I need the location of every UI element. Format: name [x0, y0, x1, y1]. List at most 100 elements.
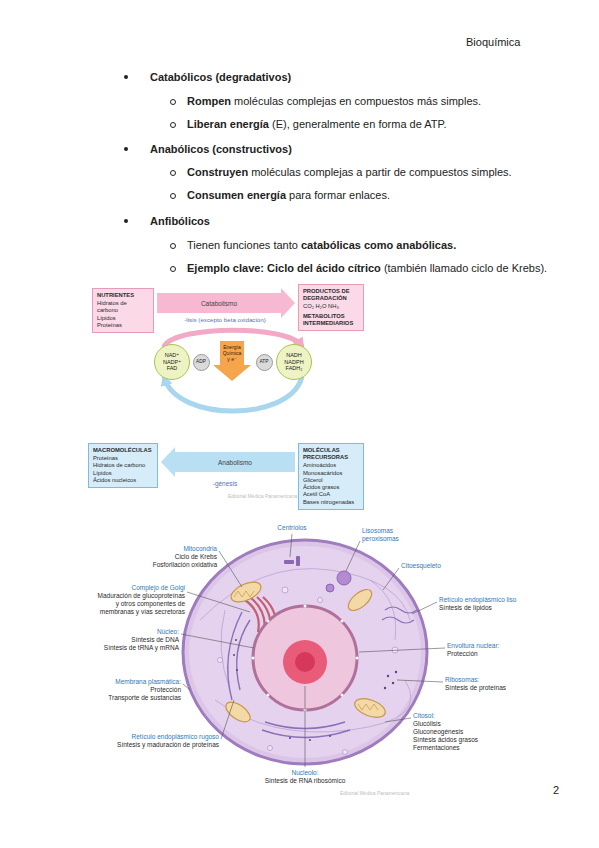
smooth-er	[382, 607, 417, 623]
organelle-function: Fosforilación oxidativa	[153, 561, 217, 569]
organelle-function: Síntesis de RNA ribosómico	[225, 777, 385, 785]
box-text: Acetil CoA	[303, 491, 359, 498]
centrioles	[284, 556, 300, 566]
body-text: (E), generalmente en forma de ATP.	[272, 118, 446, 130]
bullet-dot	[124, 219, 128, 223]
organelle-function: Ciclo de Krebs	[153, 553, 217, 561]
cycle-arc	[164, 378, 301, 411]
leader-lines	[181, 534, 445, 767]
organelle-name: Mitocondria	[153, 545, 217, 553]
callout-group: MitocondriaCiclo de KrebsFosforilación o…	[153, 545, 217, 569]
callout-group: Lisosomas peroxisomas	[362, 527, 408, 543]
body-text: para formar enlaces.	[289, 189, 390, 201]
bullet-circle	[170, 243, 176, 249]
box-text: FAD	[167, 365, 178, 372]
anabolism-suffix: -génesis	[213, 480, 238, 487]
organelle-name: Nucleolo:	[225, 769, 385, 777]
organelle-name: Citosol:	[413, 712, 478, 720]
bold-text: catabólicas como anabólicas.	[301, 239, 456, 251]
organelle-function: Síntesis ácidos grasos	[413, 736, 478, 744]
box-text: FADH₂	[286, 365, 303, 372]
bullet-line: Tienen funciones tantocatabólicas como a…	[187, 238, 456, 252]
bullet-line: Catabólicos (degradativos)	[150, 70, 291, 84]
callout-group: Complejo de GolgiMaduración de glucoprot…	[93, 584, 185, 616]
box-heading: METABOLITOS INTERMEDIARIOS	[303, 313, 359, 327]
reduced-coenzyme-circle: NADHNADPHFADH₂	[276, 344, 312, 380]
box-text: Ácidos nucleicos	[93, 477, 153, 484]
bullet-line: Consumen energíapara formar enlaces.	[187, 188, 390, 202]
callout-group: Retículo endoplásmico rugosoSíntesis y m…	[117, 733, 219, 749]
bold-text: Anfibólicos	[150, 215, 210, 227]
bullet-line: Anfibólicos	[150, 214, 210, 228]
callout-group: Nucleolo:Síntesis de RNA ribosómico	[225, 769, 385, 785]
body-text: moléculas complejas a partir de compuest…	[251, 166, 511, 178]
box-text: NADH	[286, 352, 302, 359]
down-arrow-body	[213, 341, 251, 381]
box-text: Proteínas	[97, 322, 149, 329]
bullet-line: Construyenmoléculas complejas a partir d…	[187, 165, 512, 179]
bullet-dot	[124, 75, 128, 79]
bullet-dot	[124, 147, 128, 151]
bullet-circle	[170, 193, 176, 199]
callout-group: Ribosomas:Síntesis de proteínas	[445, 676, 506, 692]
organelle-name: Retículo endoplásmico liso	[439, 596, 539, 604]
bold-text: Anabólicos (constructivos)	[150, 143, 292, 155]
callout-group: Membrana plasmática:ProtecciónTransporte…	[108, 678, 181, 702]
box-heading: MOLÉCULAS PRECURSORAS	[303, 447, 359, 461]
process-arrow	[157, 288, 295, 318]
precursors-box: MOLÉCULAS PRECURSORASAminoácidosMonosacá…	[298, 443, 364, 510]
bold-text: Liberan energía	[187, 118, 269, 130]
callout-group: Envoltura nuclear:Protección	[447, 642, 499, 658]
bullet-circle	[170, 170, 176, 176]
organelle-function: Síntesis de lípidos	[439, 604, 539, 612]
box-text: Monosacáridos	[303, 470, 359, 477]
box-text: Lípidos	[93, 470, 153, 477]
box-text: Bases nitrogenadas	[303, 499, 359, 506]
organelle-function: Glucólisis	[413, 720, 478, 728]
box-text: Lípidos	[97, 315, 149, 322]
organelle-name: Complejo de Golgi	[93, 584, 185, 592]
adp-circle: ADP	[193, 354, 210, 371]
macromolecules-box: MACROMOLÉCULASProteínasHidratos de carbo…	[88, 443, 158, 488]
organelle-function: Fermentaciones	[413, 744, 478, 752]
bullet-circle	[170, 266, 176, 272]
organelle-function: Protección	[447, 650, 499, 658]
box-text: ADP	[196, 359, 206, 365]
organelle-name: Ribosomas:	[445, 676, 506, 684]
box-text: NAD⁺	[165, 352, 180, 359]
process-arrow	[161, 447, 295, 477]
box-text: Hidratos de carbono	[97, 300, 149, 314]
bold-text: Rompen	[187, 95, 231, 107]
callout-group: Núcleo:Síntesis de DNASíntesis de tRNA y…	[104, 628, 179, 652]
arrow-text-holder: Energía Química y e⁻	[221, 341, 243, 362]
bold-text: Catabólicos (degradativos)	[150, 71, 291, 83]
box-text: Ácidos grasos	[303, 484, 359, 491]
oxidized-coenzyme-circle: NAD⁺NADP⁺FAD	[154, 344, 190, 380]
box-text: ATP	[260, 359, 269, 365]
nutrients-box: NUTRIENTESHidratos de carbonoLípidosProt…	[92, 288, 154, 333]
body-text: (también llamado ciclo de Krebs).	[384, 262, 547, 274]
body-text: moléculas complejas en compuestos más si…	[234, 95, 481, 107]
page-number: 2	[553, 784, 559, 796]
box-text: Aminoácidos	[303, 462, 359, 469]
catabolism-suffix: -lisis (excepto beta oxidación)	[183, 316, 267, 323]
box-text: Hidratos de carbono	[93, 462, 153, 469]
organelle-name: Envoltura nuclear:	[447, 642, 499, 650]
box-text: NADP⁺	[163, 359, 181, 366]
lysosomes	[326, 571, 351, 592]
organelle-function: Maduración de glucoproteínas y otros com…	[93, 592, 185, 616]
bullet-circle	[170, 122, 176, 128]
products-box: PRODUCTOS DE DEGRADACIÓNCO₂ H₂O NH₃METAB…	[298, 284, 364, 331]
bullet-line: Liberan energía(E), generalmente en form…	[187, 117, 446, 131]
organelle-function: Protección	[108, 686, 181, 694]
bullet-line: Ejemplo clave: Ciclo del ácido cítrico(t…	[187, 261, 547, 275]
mitochondria-cristae	[234, 591, 378, 710]
box-heading: PRODUCTOS DE DEGRADACIÓN	[303, 288, 359, 302]
watermark: Editorial Médica Panamericana	[340, 790, 409, 796]
arrow-label: Anabolismo	[218, 459, 252, 466]
organelle-name: Centriolos	[212, 524, 372, 532]
box-text: Energía Química y e⁻	[221, 344, 243, 362]
organelle-name: Lisosomas peroxisomas	[362, 527, 408, 543]
bold-text: Consumen energía	[187, 189, 286, 201]
